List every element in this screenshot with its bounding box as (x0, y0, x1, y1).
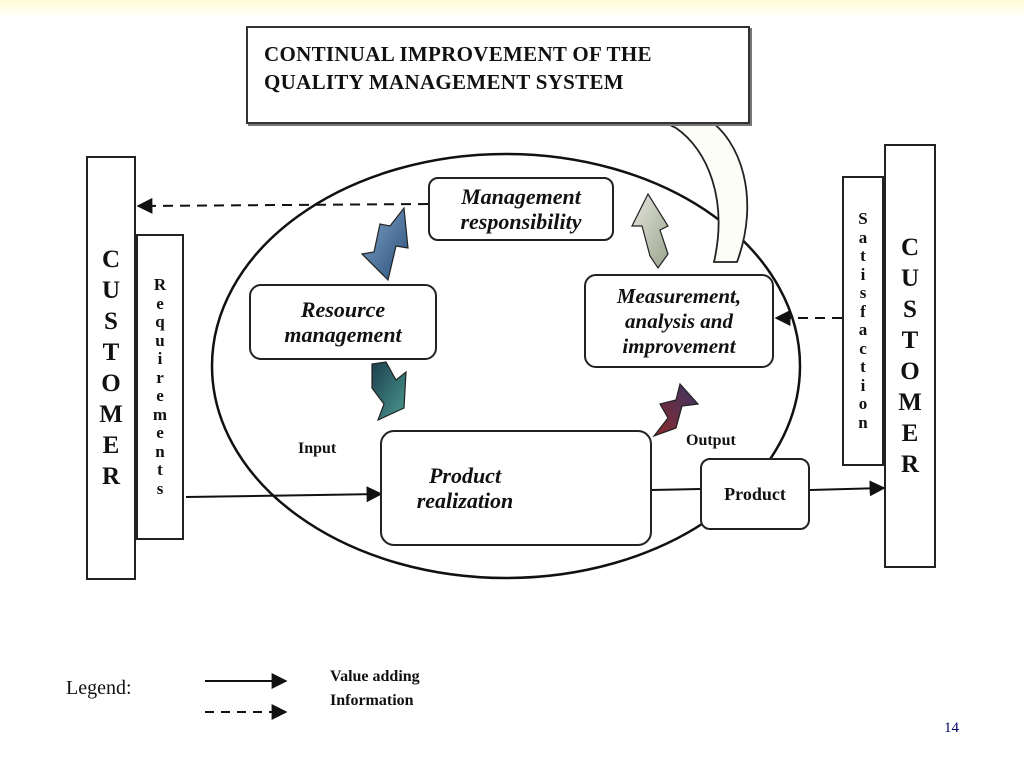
management-responsibility-box: Management responsibility (428, 177, 614, 241)
value-arrow-input (185, 486, 383, 503)
satisfaction-letter: s (859, 283, 867, 302)
legend-title: Legend: (66, 677, 132, 699)
satisfaction-letter: a (858, 227, 868, 247)
legend-value-adding: Value adding (330, 668, 420, 685)
flow-arrow-mgmt-to-resource-icon (360, 206, 409, 282)
satisfaction-letter: f (860, 301, 866, 321)
measurement-line-3: improvement (622, 333, 736, 358)
customer-left-letter: E (102, 432, 120, 459)
customer-left-box: C U S T O M E R (86, 156, 136, 580)
requirements-letter: q (155, 312, 165, 331)
requirements-letter: s (156, 478, 164, 498)
customer-left-letter: O (101, 370, 121, 397)
customer-right-letter: C (900, 234, 920, 261)
resource-line-2: management (284, 322, 402, 347)
customer-left-letter: C (101, 246, 121, 273)
customer-left-letter: S (104, 308, 118, 335)
satisfaction-letter: c (859, 338, 867, 358)
customer-right-letter: M (898, 389, 922, 416)
customer-left-letter: T (102, 339, 120, 366)
requirements-letter: R (153, 275, 167, 294)
flow-arrow-resource-to-realization-icon (371, 361, 407, 422)
satisfaction-letter: o (858, 394, 868, 413)
customer-right-letter: T (901, 327, 919, 354)
info-arrow-to-customer (136, 197, 429, 214)
customer-right-letter: R (900, 451, 920, 478)
output-label: Output (686, 432, 736, 449)
customer-left-letter: U (101, 277, 121, 304)
flow-arrow-measurement-to-mgmt-icon (631, 192, 669, 270)
satisfaction-letter: t (860, 357, 866, 376)
top-band (0, 0, 1024, 18)
customer-right-letter: S (903, 296, 917, 323)
requirements-letter: t (157, 460, 163, 479)
requirements-letter: u (155, 330, 165, 350)
product-realization-box: Product realization (380, 430, 652, 546)
title-line-1: CONTINUAL IMPROVEMENT OF THE (264, 42, 652, 66)
satisfaction-letter: a (858, 320, 868, 339)
requirements-letter: n (155, 441, 165, 461)
satisfaction-letter: i (860, 375, 866, 395)
satisfaction-letter: n (858, 412, 868, 432)
resource-management-box: Resource management (249, 284, 437, 360)
measurement-line-2: analysis and (625, 308, 733, 333)
process-ellipse (210, 152, 802, 580)
value-arrow-to-product (651, 488, 701, 491)
title-line-2: QUALITY MANAGEMENT SYSTEM (264, 70, 624, 94)
requirements-box: R e q u i r e m e n t s (136, 234, 184, 540)
management-line-2: responsibility (460, 209, 582, 234)
title-box: CONTINUAL IMPROVEMENT OF THE QUALITY MAN… (246, 26, 750, 124)
product-box: Product (700, 458, 810, 530)
satisfaction-letter: i (860, 264, 866, 284)
realization-line-1: Product (428, 463, 502, 488)
requirements-letter: r (156, 367, 164, 387)
satisfaction-letter: S (858, 209, 868, 228)
customer-right-letter: E (901, 420, 919, 447)
flow-arrow-realization-to-measurement-icon (652, 382, 700, 438)
page-number: 14 (944, 720, 959, 736)
legend-information: Information (330, 692, 414, 709)
resource-line-1: Resource (300, 297, 386, 322)
satisfaction-letter: t (860, 246, 866, 265)
requirements-letter: m (152, 404, 168, 424)
requirements-letter: e (156, 293, 164, 313)
customer-left-letter: R (101, 463, 121, 490)
requirements-letter: e (156, 386, 164, 405)
measurement-analysis-box: Measurement, analysis and improvement (584, 274, 774, 368)
realization-line-2: realization (416, 488, 514, 513)
customer-right-letter: O (900, 358, 920, 385)
input-label: Input (298, 440, 337, 457)
measurement-line-1: Measurement, (616, 283, 742, 308)
customer-right-letter: U (900, 265, 920, 292)
value-arrow-output (809, 480, 886, 497)
customer-left-letter: M (99, 401, 123, 428)
requirements-letter: e (156, 423, 164, 442)
management-line-1: Management (461, 184, 581, 209)
requirements-letter: i (157, 349, 163, 368)
customer-right-box: C U S T O M E R (884, 144, 936, 568)
satisfaction-box: S a t i s f a c t i o n (842, 176, 884, 466)
